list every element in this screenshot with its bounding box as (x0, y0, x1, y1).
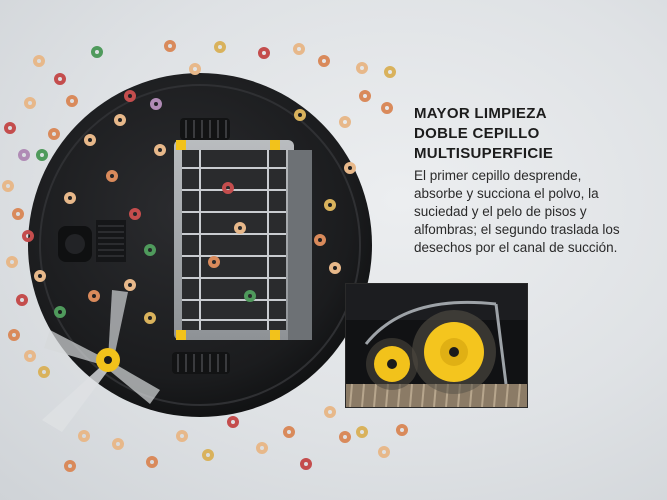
wheel-bottom (172, 352, 230, 374)
heading-line-1: MAYOR LIMPIEZA (414, 105, 547, 122)
caster-and-sensors (58, 220, 126, 262)
description-line: desechos por el canal de succión. (414, 240, 618, 255)
brush-cage (174, 140, 312, 340)
feature-description: El primer cepillo desprende, absorbe y s… (414, 167, 654, 257)
description-line: suciedad y el pelo de pisos y (414, 204, 587, 219)
side-brush (42, 290, 160, 432)
dual-brush-closeup (346, 284, 527, 407)
heading-line-2: DOBLE CEPILLO (414, 125, 540, 142)
heading-line-3: MULTISUPERFICIE (414, 145, 554, 162)
cereal-rings (2, 40, 408, 472)
description-line: absorbe y succiona el polvo, la (414, 186, 599, 201)
description-line: alfombras; el segundo traslada los (414, 222, 620, 237)
feature-heading: MAYOR LIMPIEZA DOBLE CEPILLO MULTISUPERF… (414, 104, 654, 164)
description-line: El primer cepillo desprende, (414, 168, 582, 183)
wheel-top (180, 118, 230, 140)
